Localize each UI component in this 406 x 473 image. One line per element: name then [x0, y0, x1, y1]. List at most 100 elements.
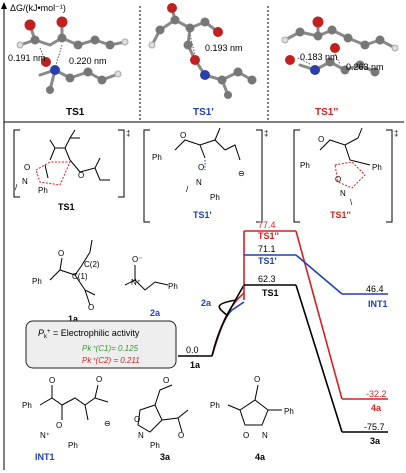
approach-curve-ts1 — [211, 301, 245, 357]
svg-text:/: / — [186, 185, 189, 194]
energy-label-4a: 4a — [371, 403, 382, 413]
energy-value-4a: -32.2 — [366, 389, 387, 399]
energy-value-ts1-double-prime: 77.4 — [258, 220, 276, 230]
structure-3d-ts1-double-prime — [281, 16, 399, 77]
svg-text:O: O — [163, 376, 169, 385]
reactant-1a-c1: C(1) — [72, 272, 88, 281]
svg-text:N: N — [196, 178, 202, 187]
electrophilic-c1-value: Pk⁺(C1)= 0.125 — [82, 344, 139, 353]
svg-text:O: O — [49, 376, 55, 385]
ts-drawing-ts1-double-prime: ‡ PhO ON\ Ph — [293, 127, 398, 223]
ts-label-ts1-double-prime: TS1'' — [330, 210, 351, 220]
svg-text:Ph: Ph — [150, 441, 160, 450]
svg-text:O: O — [318, 135, 324, 144]
svg-text:O: O — [58, 249, 64, 258]
ts-drawing-ts1-prime: ‡ PhO⊖ ON/ Ph — [143, 127, 268, 223]
svg-text:⊖: ⊖ — [238, 169, 245, 178]
svg-text:O: O — [178, 431, 184, 440]
svg-text:O: O — [180, 131, 186, 140]
approach-curve-ts1-double-prime — [211, 284, 245, 357]
svg-text:N: N — [262, 431, 268, 440]
reactant-2a-structure: O⁻ N⁺ — [124, 255, 169, 291]
svg-text:Ph: Ph — [284, 407, 294, 416]
svg-text:Ph: Ph — [38, 186, 48, 195]
reactant-2a-label: 2a — [150, 308, 161, 318]
svg-text:O⁻: O⁻ — [132, 255, 142, 264]
svg-text:\: \ — [350, 198, 353, 207]
electrophilic-box — [25, 320, 177, 369]
y-axis-arrow — [1, 2, 7, 9]
svg-text:/: / — [15, 183, 18, 192]
svg-text:Ph: Ph — [68, 441, 78, 450]
svg-text:Ph: Ph — [22, 401, 32, 410]
energy-label-ts1-double-prime: TS1'' — [258, 231, 279, 241]
energy-value-ts1: 62.3 — [258, 274, 276, 284]
svg-text:Ph: Ph — [210, 401, 220, 410]
structure-3d-label-ts1-prime: TS1' — [193, 107, 214, 118]
structure-label-4a: 4a — [255, 452, 266, 462]
energy-label-3a: 3a — [370, 436, 381, 446]
energy-label-1a: 1a — [190, 360, 201, 370]
svg-text:Ph: Ph — [300, 161, 310, 170]
ts1-prime-dist1: 0.193 nm — [205, 43, 243, 53]
energy-value-3a: -75.7 — [364, 422, 385, 432]
ts-label-ts1: TS1 — [58, 202, 75, 212]
structure-3d-ts1 — [16, 16, 129, 94]
ts1-dagger: ‡ — [126, 129, 130, 138]
approach-curve-ts1-prime — [211, 292, 245, 357]
svg-text:O: O — [56, 421, 62, 430]
structure-label-int1: INT1 — [35, 452, 55, 462]
svg-text:O: O — [134, 415, 140, 424]
svg-text:O: O — [78, 171, 84, 180]
svg-text:Ph: Ph — [32, 277, 42, 286]
svg-text:O: O — [335, 175, 341, 184]
approach-label-2a: 2a — [201, 298, 212, 308]
svg-text:Ph: Ph — [372, 163, 382, 172]
ts1-dist1: 0.191 nm — [8, 53, 46, 63]
svg-text:O: O — [254, 375, 260, 384]
svg-text:O: O — [96, 375, 102, 384]
ts1-double-prime-dist2: 0.263 nm — [346, 62, 384, 72]
energy-value-1a: 0.0 — [186, 345, 199, 355]
ts-label-ts1-prime: TS1' — [193, 210, 212, 220]
ts-drawing-ts1: ‡ ON/ PhO — [13, 129, 130, 198]
reactant-1a-c2: C(2) — [84, 260, 100, 269]
svg-text:O: O — [88, 303, 94, 312]
electrophilic-c2-value: Pk⁺(C2) = 0.211 — [82, 356, 140, 365]
svg-text:N: N — [138, 431, 144, 440]
energy-label-ts1-prime: TS1' — [258, 256, 277, 266]
energy-label-ts1: TS1 — [262, 288, 279, 298]
ts1-prime-dagger: ‡ — [264, 129, 268, 138]
reactant-1a-label: 1a — [68, 314, 79, 324]
svg-text:Ph: Ph — [152, 153, 162, 162]
svg-text:N: N — [22, 177, 28, 186]
svg-text:N: N — [340, 189, 346, 198]
structure-3d-label-ts1-double-prime: TS1'' — [315, 107, 338, 118]
svg-text:N⁺: N⁺ — [40, 431, 50, 440]
svg-text:O: O — [243, 431, 249, 440]
svg-text:N⁺: N⁺ — [131, 278, 141, 287]
reactant-2a-ph: Ph — [168, 282, 178, 291]
energy-profile — [178, 230, 388, 433]
svg-text:⊖: ⊖ — [104, 419, 111, 428]
energy-value-ts1-prime: 71.1 — [258, 244, 276, 254]
structure-3d-label-ts1: TS1 — [66, 107, 85, 118]
ts1-dist2: 0.220 nm — [69, 56, 107, 66]
approach-hook — [218, 299, 237, 317]
ts1-double-prime-dagger: ‡ — [394, 129, 398, 138]
ts1-double-prime-dist1: 0.183 nm — [300, 52, 338, 62]
svg-text:O: O — [198, 163, 204, 172]
y-axis-label: ΔG/(kJ•mol⁻¹) — [10, 3, 66, 13]
energy-label-int1: INT1 — [368, 299, 388, 309]
svg-text:Ph: Ph — [210, 193, 220, 202]
svg-text:O: O — [24, 163, 30, 172]
structure-3d-ts1-prime — [148, 3, 257, 99]
structure-label-3a: 3a — [160, 452, 171, 462]
electrophilic-title: Pk+ = Electrophilic activity — [38, 328, 140, 340]
energy-value-int1: 46.4 — [366, 284, 384, 294]
